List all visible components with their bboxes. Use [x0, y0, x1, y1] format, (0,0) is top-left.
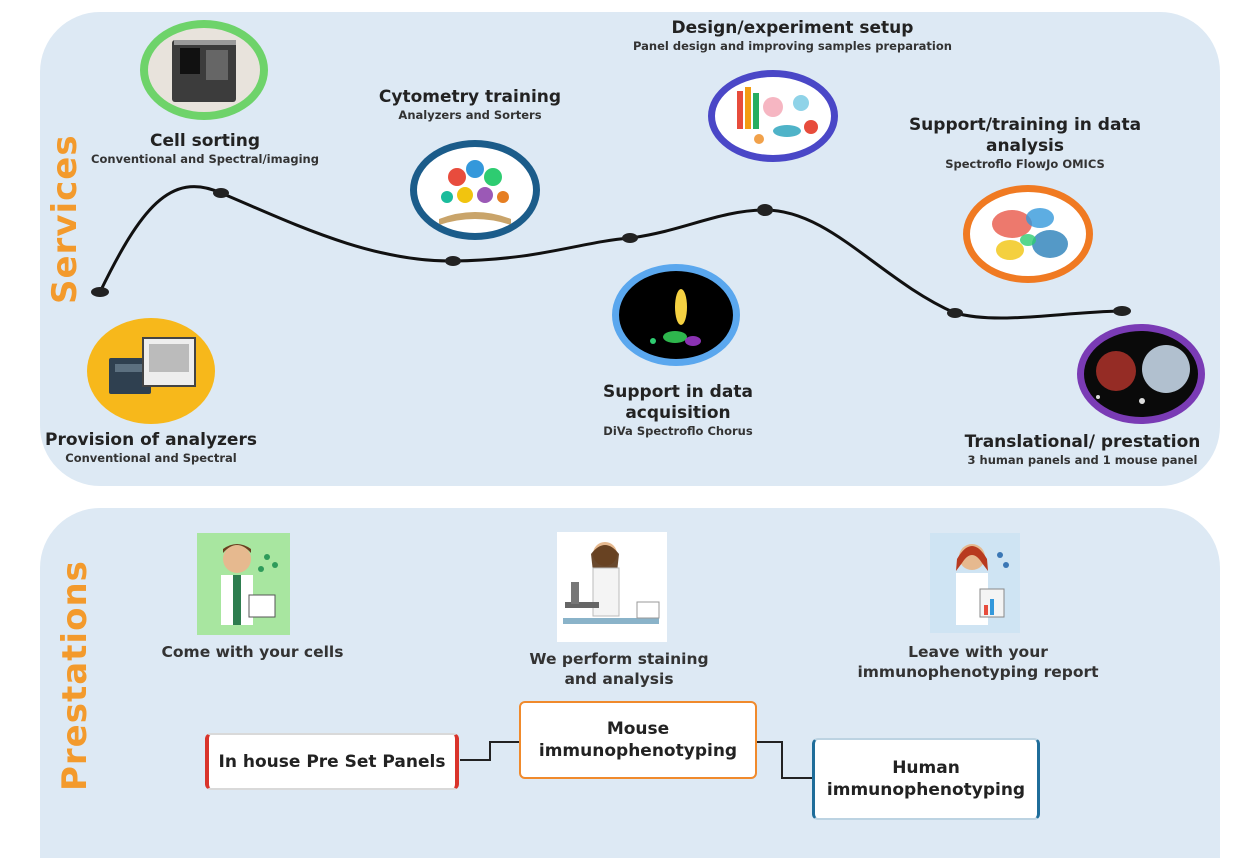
- service-data-analysis: Support/training in data analysis Spectr…: [905, 115, 1145, 172]
- timeline-node: [947, 308, 963, 318]
- scientist-cells-image: [197, 533, 290, 635]
- service-data-acquisition: Support in data acquisition DiVa Spectro…: [583, 382, 773, 439]
- service-subtitle: Conventional and Spectral: [65, 451, 237, 465]
- service-subtitle: 3 human panels and 1 mouse panel: [967, 453, 1198, 467]
- service-cytometry-training: Cytometry training Analyzers and Sorters: [355, 87, 585, 123]
- scientist-report-image: [930, 533, 1020, 633]
- step-leave-with-report: Leave with your immunophenotyping report: [857, 643, 1099, 681]
- service-subtitle: Spectroflo FlowJo OMICS: [945, 157, 1105, 171]
- service-translational: Translational/ prestation 3 human panels…: [955, 432, 1210, 468]
- service-cell-sorting: Cell sorting Conventional and Spectral/i…: [80, 131, 330, 167]
- cell-sorting-image: [140, 20, 268, 120]
- service-subtitle: Analyzers and Sorters: [398, 108, 542, 122]
- scientist-staining-image: [557, 532, 667, 642]
- step-come-with-cells: Come with your cells: [161, 643, 344, 661]
- box-label: In house Pre Set Panels: [218, 751, 446, 772]
- service-title: Provision of analyzers: [45, 430, 257, 450]
- step-we-perform-staining: We perform staining and analysis: [529, 650, 709, 688]
- data-acquisition-image: [612, 264, 740, 366]
- service-title: Translational/ prestation: [964, 432, 1201, 452]
- service-title: Support in data acquisition: [603, 382, 753, 423]
- timeline-node: [91, 287, 109, 297]
- panel-connectors: [460, 741, 812, 779]
- box-in-house-panels: In house Pre Set Panels: [205, 733, 459, 790]
- box-mouse-immunophenotyping: Mouse immunophenotyping: [519, 701, 757, 779]
- service-subtitle: DiVa Spectroflo Chorus: [603, 424, 753, 438]
- service-title: Cytometry training: [378, 87, 562, 107]
- timeline-node: [757, 204, 773, 216]
- box-human-immunophenotyping: Human immunophenotyping: [812, 738, 1040, 820]
- service-title: Design/experiment setup: [671, 18, 914, 38]
- cytometry-training-image: [410, 140, 540, 240]
- timeline-node: [622, 233, 638, 243]
- service-subtitle: Conventional and Spectral/imaging: [91, 152, 319, 166]
- design-setup-image: [708, 70, 838, 162]
- services-timeline: [91, 185, 1131, 320]
- service-title: Cell sorting: [150, 131, 260, 151]
- provision-analyzers-image: [87, 318, 215, 424]
- timeline-node: [445, 256, 461, 266]
- box-label: Human immunophenotyping: [826, 758, 1026, 800]
- service-subtitle: Panel design and improving samples prepa…: [633, 39, 952, 53]
- service-title: Support/training in data analysis: [908, 115, 1142, 156]
- service-design-setup: Design/experiment setup Panel design and…: [625, 18, 960, 54]
- box-label: Mouse immunophenotyping: [538, 719, 738, 761]
- timeline-node: [1113, 306, 1131, 316]
- data-analysis-image: [963, 185, 1093, 283]
- timeline-node: [213, 188, 229, 198]
- service-provision-analyzers: Provision of analyzers Conventional and …: [40, 430, 262, 466]
- translational-image: [1077, 324, 1205, 424]
